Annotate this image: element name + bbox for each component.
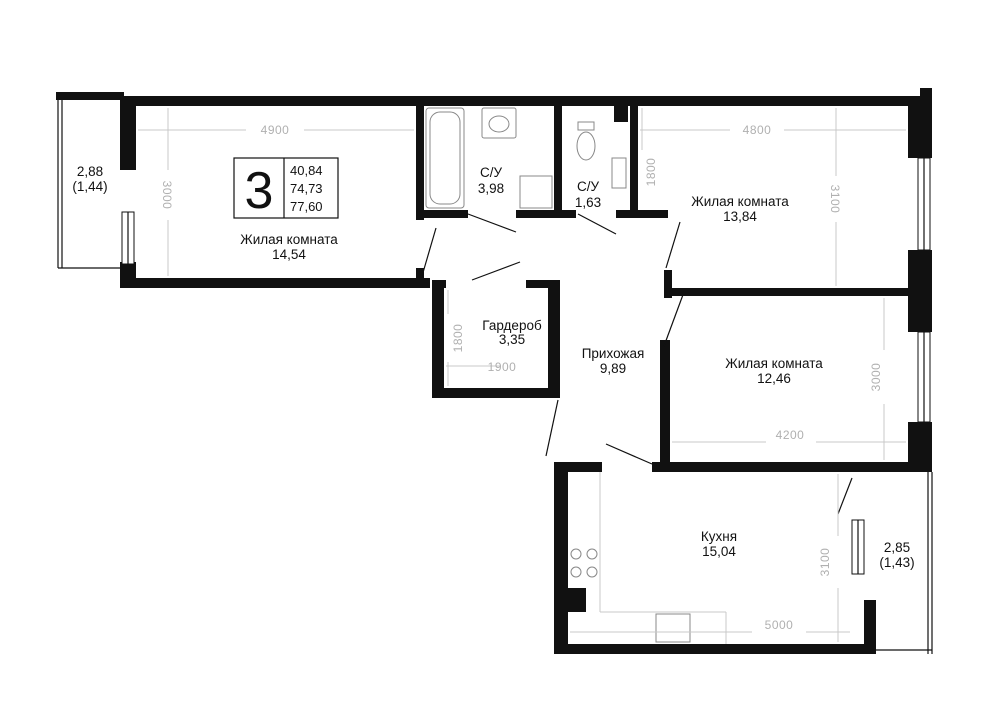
dimension-lines	[138, 108, 906, 642]
room-kitchen: Кухня 15,04	[701, 529, 737, 559]
room-living3-name: Жилая комната	[725, 356, 823, 371]
badge-total-area: 74,73	[290, 181, 323, 196]
dim-wardrobe-depth: 1800	[451, 324, 465, 353]
balcony-right-area: 2,85	[884, 540, 910, 555]
room-living1-area: 14,54	[272, 247, 306, 262]
badge-room-count: 3	[245, 162, 274, 220]
room-living2-name: Жилая комната	[691, 194, 789, 209]
room-balcony-left: 2,88 (1,44)	[72, 164, 107, 194]
dim-living3-width: 4200	[776, 428, 805, 442]
dim-living2-depth: 3100	[828, 185, 842, 214]
dim-living1-width: 4900	[261, 123, 290, 137]
windows	[121, 157, 931, 575]
badge-living-area: 40,84	[290, 163, 323, 178]
apartment-badge: 3 40,84 74,73 77,60	[233, 157, 339, 220]
dim-kitchen-depth: 3100	[818, 548, 832, 577]
room-living3: Жилая комната 12,46	[725, 356, 823, 386]
room-hall-name: Прихожая	[582, 346, 645, 361]
room-living2: Жилая комната 13,84	[691, 194, 789, 224]
dim-living3-depth: 3000	[869, 363, 883, 392]
room-bath-area: 3,98	[478, 181, 504, 196]
room-wc-name: С/У	[577, 179, 600, 194]
room-living1: Жилая комната 14,54	[240, 232, 338, 262]
room-wc-area: 1,63	[575, 195, 601, 210]
dim-living1-depth: 3000	[160, 181, 174, 210]
room-wardrobe-area: 3,35	[499, 332, 525, 347]
balcony-left	[56, 92, 124, 269]
room-wardrobe: Гардероб 3,35	[482, 318, 542, 347]
room-kitchen-name: Кухня	[701, 529, 737, 544]
balcony-left-area: 2,88	[77, 164, 103, 179]
room-bath-name: С/У	[480, 165, 503, 180]
room-living2-area: 13,84	[723, 209, 757, 224]
room-kitchen-area: 15,04	[702, 544, 736, 559]
dim-wardrobe-width: 1900	[488, 360, 517, 374]
balcony-right-reduced: (1,43)	[879, 555, 914, 570]
room-hall-area: 9,89	[600, 361, 626, 376]
room-living1-name: Жилая комната	[240, 232, 338, 247]
kitchen-fixtures	[568, 472, 727, 644]
balcony-right	[870, 472, 933, 654]
room-hall: Прихожая 9,89	[582, 346, 645, 376]
door-swings	[421, 213, 853, 515]
room-balcony-right: 2,85 (1,43)	[879, 540, 914, 570]
room-wardrobe-name: Гардероб	[482, 318, 542, 333]
dim-kitchen-width: 5000	[765, 618, 794, 632]
bathroom-fixtures	[425, 104, 628, 209]
dim-living2-width: 4800	[743, 123, 772, 137]
interior-walls	[416, 100, 914, 466]
outer-walls	[120, 88, 932, 654]
room-living3-area: 12,46	[757, 371, 791, 386]
badge-full-area: 77,60	[290, 199, 323, 214]
dim-wc-depth: 1800	[644, 158, 658, 187]
balcony-left-reduced: (1,44)	[72, 179, 107, 194]
room-bath: С/У 3,98	[478, 165, 504, 196]
room-wc: С/У 1,63	[575, 179, 601, 210]
